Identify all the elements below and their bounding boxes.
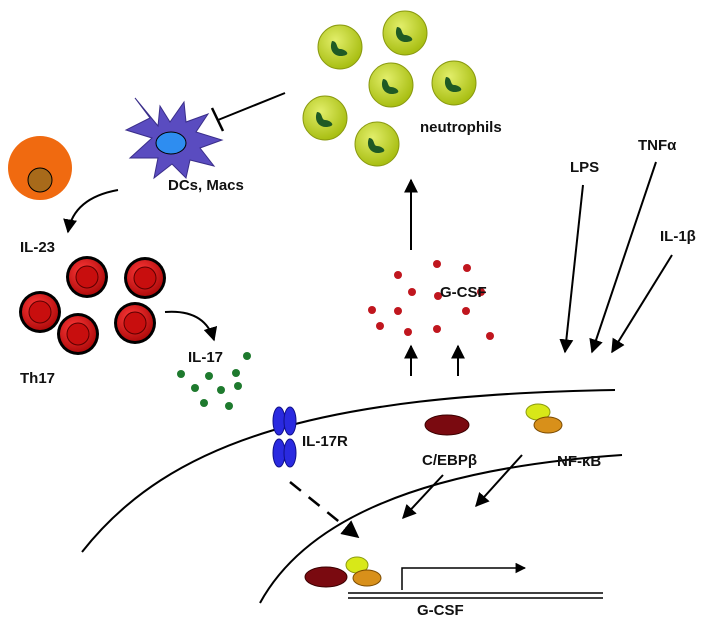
gcsf-molecules	[368, 260, 494, 340]
promoter-cebpb	[304, 566, 348, 588]
nuclear-membrane	[259, 454, 623, 604]
th17-cells	[19, 256, 166, 355]
arrow-lps	[559, 184, 584, 354]
arrow-dc-to-il23	[63, 189, 119, 234]
promoter-nfkb-orange	[352, 569, 382, 587]
gcsf-secreted-label: G-CSF	[440, 284, 487, 301]
lps-label: LPS	[570, 159, 599, 176]
neutrophil	[368, 62, 414, 108]
th17-cell	[114, 302, 156, 344]
cebpb-protein	[424, 414, 470, 436]
neutrophil	[302, 95, 348, 141]
il23-label: IL-23	[20, 239, 55, 256]
neutrophils-group	[302, 10, 477, 167]
nfkb-label: NF-κB	[557, 453, 601, 470]
il17-receptor	[272, 406, 297, 468]
nfkb-subunit-orange	[533, 416, 563, 434]
orange-cell	[8, 136, 72, 200]
arrow-nfkb-to-nucleus	[475, 454, 523, 508]
neutrophil	[382, 10, 428, 56]
th17-label: Th17	[20, 370, 55, 387]
inhibition-line	[217, 92, 286, 121]
th17-cell	[19, 291, 61, 333]
neutrophil	[431, 60, 477, 106]
inhibition-bar	[210, 107, 225, 132]
arrow-cebpb-to-nucleus	[402, 474, 444, 520]
il17-molecules	[177, 352, 251, 410]
cebpb-label: C/EBPβ	[422, 452, 477, 469]
transcription-start-arrow	[401, 562, 527, 590]
dc-nucleus	[155, 131, 187, 155]
cell-membrane	[81, 389, 616, 553]
arrow-th17-to-il17	[164, 310, 218, 342]
tnfa-label: TNFα	[638, 137, 677, 154]
il17r-label: IL-17R	[302, 433, 348, 450]
neutrophils-label: neutrophils	[420, 119, 502, 136]
arrow-il1b	[611, 254, 673, 354]
gcsf-gene-label: G-CSF	[417, 602, 464, 619]
orange-cell-nucleus	[27, 167, 53, 193]
dashed-arrow-il17r-to-gene	[289, 481, 360, 539]
il17-label: IL-17	[188, 349, 223, 366]
th17-cell	[66, 256, 108, 298]
il1b-label: IL-1β	[660, 228, 696, 245]
dendritic-cell	[124, 97, 224, 180]
dcs-macs-label: DCs, Macs	[168, 177, 244, 194]
neutrophil	[317, 24, 363, 70]
th17-cell	[57, 313, 99, 355]
arrow-tnfa	[589, 161, 657, 354]
neutrophil	[354, 121, 400, 167]
th17-cell	[124, 257, 166, 299]
